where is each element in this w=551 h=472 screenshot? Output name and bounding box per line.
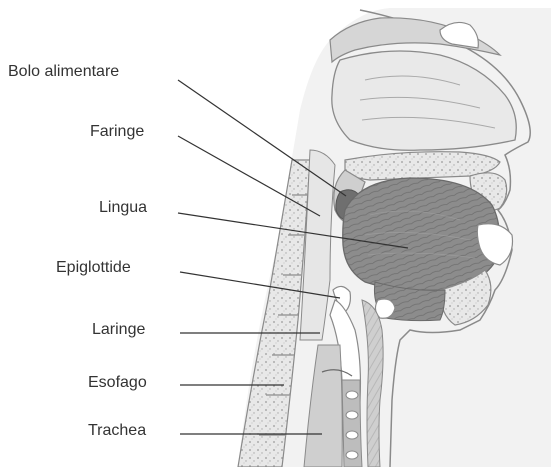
label-lingua: Lingua	[99, 199, 147, 217]
label-laringe: Laringe	[92, 321, 145, 339]
label-trachea: Trachea	[88, 422, 146, 440]
tongue	[343, 178, 500, 290]
label-faringe: Faringe	[90, 123, 144, 141]
label-bolo-alimentare: Bolo alimentare	[8, 63, 119, 81]
label-esofago: Esofago	[88, 374, 147, 392]
label-epiglottide: Epiglottide	[56, 259, 131, 277]
